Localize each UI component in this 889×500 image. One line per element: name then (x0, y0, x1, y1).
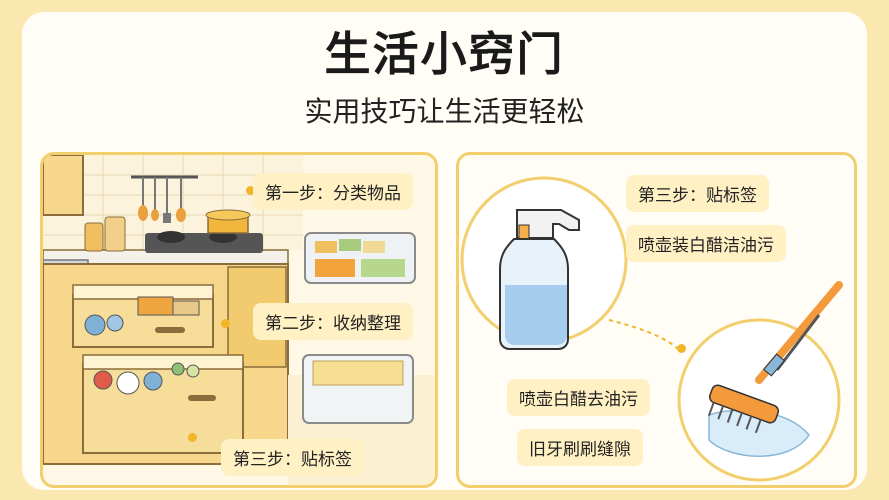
step3-label: 第三步：贴标签 (221, 439, 364, 476)
tip-spray-vinegar-label: 喷壶白醋去油污 (507, 379, 650, 416)
kitchen-organize-panel: 第一步：分类物品 第二步：收纳整理 第三步：贴标签 (40, 152, 438, 488)
step3-label-right: 第三步：贴标签 (626, 175, 769, 212)
page-subtitle: 实用技巧让生活更轻松 (304, 95, 585, 128)
step2-marker (221, 319, 230, 328)
cleaning-tips-panel: 第三步：贴标签 喷壶装白醋洁油污 喷壶白醋去油污 旧牙刷刷缝隙 (456, 152, 857, 488)
step1-marker (246, 186, 255, 195)
step1-label: 第一步：分类物品 (253, 173, 413, 210)
step2-label: 第二步：收纳整理 (253, 303, 413, 340)
cleaning-illustration (460, 176, 843, 482)
tip-spray-bottle-label: 喷壶装白醋洁油污 (626, 225, 786, 262)
page-title: 生活小窍门 (324, 27, 565, 81)
connector-dot (677, 344, 686, 353)
tip-toothbrush-label: 旧牙刷刷缝隙 (517, 429, 643, 466)
step3-marker (188, 433, 197, 442)
